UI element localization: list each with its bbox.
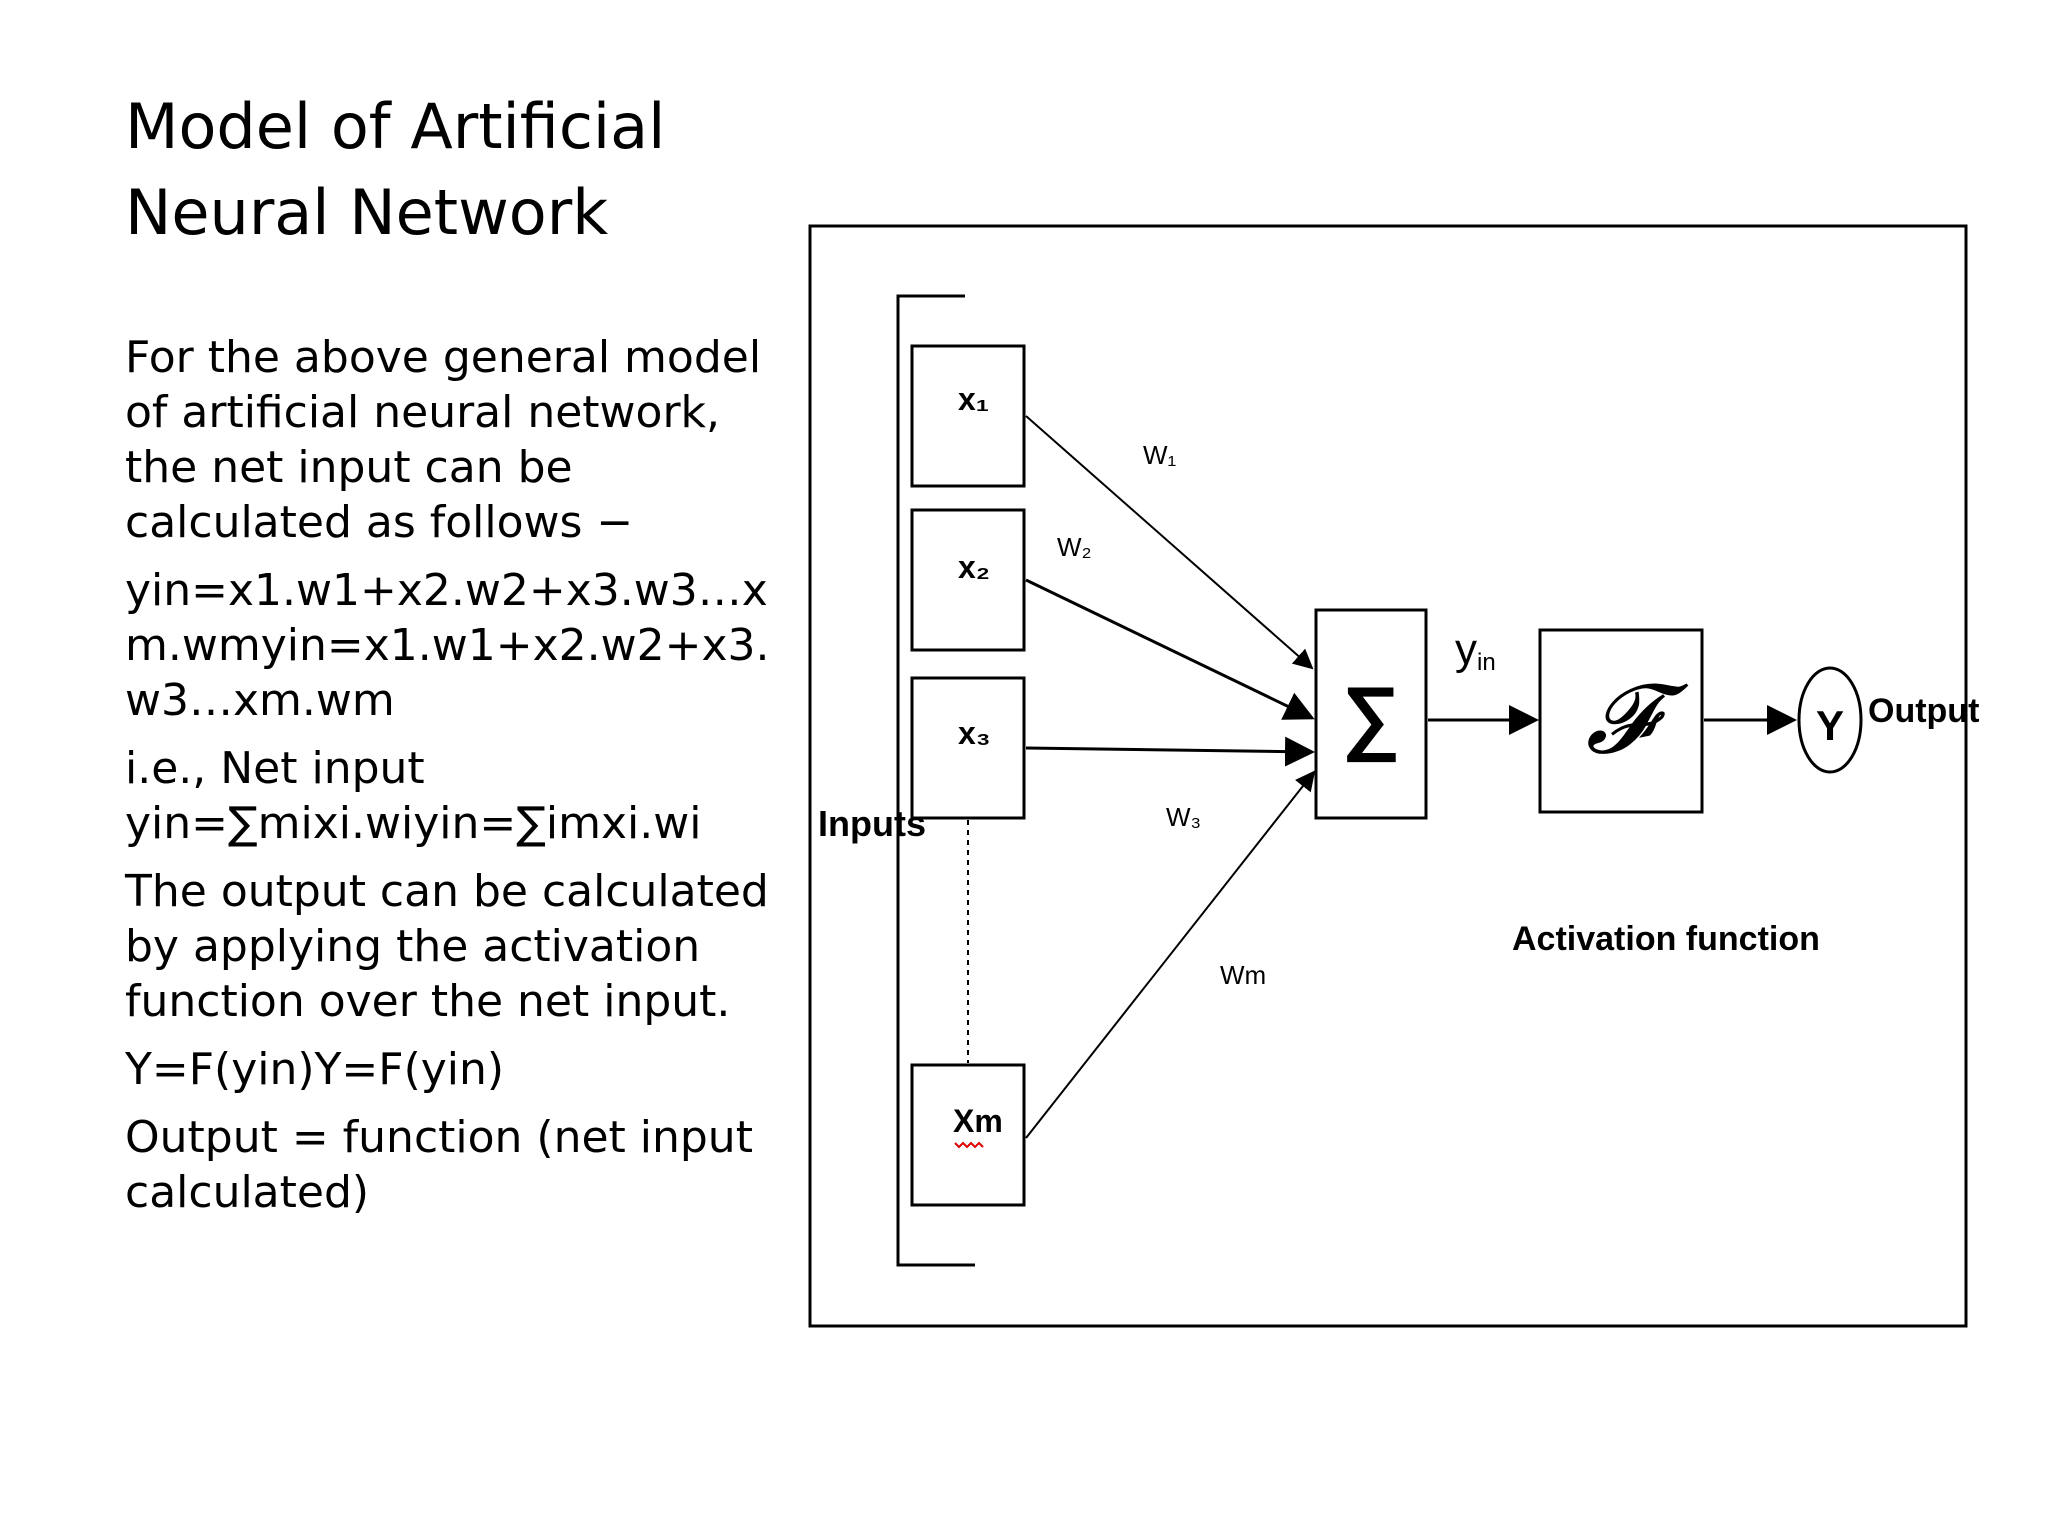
input-box-xm [910, 1063, 1026, 1207]
connection-wm [1025, 770, 1316, 1139]
input-box-x1 [910, 344, 1026, 488]
net-input-subscript: in [1477, 649, 1496, 676]
title-line-2: Neural Network [125, 176, 609, 249]
weight-label-w1: W₁ [1143, 440, 1177, 470]
diagram-frame [808, 224, 1968, 1328]
connection-w3 [1025, 736, 1315, 767]
paragraph-intro: For the above general model of artificia… [125, 332, 762, 548]
spellcheck-underline-icon [954, 1141, 984, 1149]
weight-label-w2: W₂ [1057, 532, 1092, 562]
paragraph-net-sum: i.e., Net input yin=∑mixi.wiyin=∑imxi.wi [125, 743, 702, 849]
input-box-x3 [910, 676, 1026, 820]
paragraph-output-desc: The output can be calculated by applying… [125, 866, 769, 1027]
title-line-1: Model of Artificial [125, 90, 666, 163]
activation-function-label: Activation function [1512, 920, 1820, 958]
input-label-xm: Xm [953, 1103, 1003, 1139]
paragraph-formula-net-input: yin=x1.w1+x2.w2+x3.w3…xm.wmyin=x1.w1+x2.… [125, 565, 770, 726]
weight-label-wm: Wm [1220, 960, 1266, 990]
paragraph-output-formula: Y=F(yin)Y=F(yin) [125, 1044, 505, 1095]
connection-w2 [1025, 578, 1315, 720]
paragraph-output-function: Output = function (net input calculated) [125, 1112, 753, 1218]
input-label-x2: x₂ [958, 549, 990, 585]
net-input-label: yin [1455, 625, 1496, 676]
output-label: Output [1868, 692, 1979, 730]
output-node-label: Y [1816, 702, 1844, 749]
inputs-bracket [896, 294, 975, 1267]
activation-node [1538, 628, 1704, 814]
input-label-x1: x₁ [958, 381, 989, 417]
summation-node [1314, 608, 1428, 820]
input-label-x3: x₃ [958, 715, 991, 751]
body-text: For the above general model of artificia… [125, 330, 775, 1233]
output-node [1797, 666, 1863, 774]
connection-w1 [1025, 415, 1314, 670]
net-input-y: y [1455, 625, 1477, 674]
weight-label-w3: W₃ [1166, 802, 1201, 832]
input-box-x2 [910, 508, 1026, 652]
sigma-icon: ∑ [1342, 671, 1400, 763]
slide-title: Model of Artificial Neural Network [125, 84, 825, 256]
inputs-label: Inputs [818, 803, 926, 844]
